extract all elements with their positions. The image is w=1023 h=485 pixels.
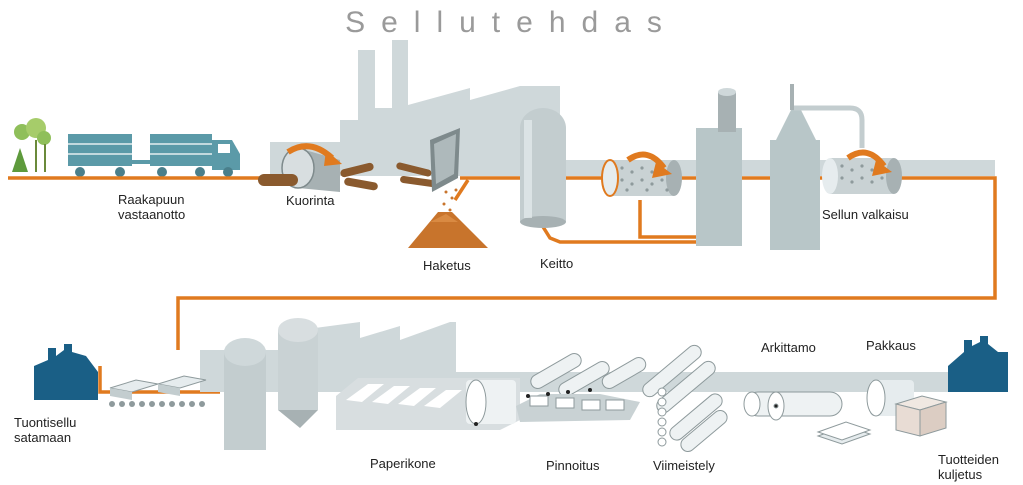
paper-sheet-icon <box>816 421 872 445</box>
coater-icon <box>516 353 647 422</box>
wash-tower-icon <box>696 88 742 246</box>
paper-roll-icon <box>743 391 843 421</box>
ship-icon <box>34 344 98 400</box>
label-tuotteiden-kuljetus: Tuotteiden kuljetus <box>938 452 999 482</box>
pulp-bale-icon <box>109 375 207 407</box>
chipper-icon <box>396 128 460 212</box>
tree-icon <box>12 118 51 172</box>
label-sellun-valkaisu: Sellun valkaisu <box>822 207 909 222</box>
label-keitto: Keitto <box>540 256 574 271</box>
label-viimeistely: Viimeistely <box>653 458 715 473</box>
label-kuorinta: Kuorinta <box>286 193 335 208</box>
label-pakkaus: Pakkaus <box>866 338 916 353</box>
bleaching-tower-icon <box>770 84 865 250</box>
lower-factory-building <box>200 322 955 392</box>
label-pinnoitus: Pinnoitus <box>546 458 600 473</box>
label-tuontisellu-satamaan: Tuontisellu satamaan <box>14 415 77 445</box>
diagram-title: Sellutehdas <box>345 6 678 39</box>
debarking-drum-icon <box>258 143 378 192</box>
log-truck-icon <box>68 134 240 177</box>
wood-chip-pile-icon <box>408 212 488 248</box>
paper-machine-icon <box>224 318 520 450</box>
finishing-rolls-icon <box>642 344 728 452</box>
ship-icon <box>948 336 1008 392</box>
label-paperikone: Paperikone <box>370 456 436 471</box>
label-raakapuun-vastaanotto: Raakapuun vastaanotto <box>118 192 186 222</box>
label-haketus: Haketus <box>423 258 471 273</box>
label-arkittamo: Arkittamo <box>761 340 816 355</box>
washer-drum-icon <box>601 151 682 197</box>
bleaching-washer-drum-icon <box>822 149 902 194</box>
digester-icon <box>520 108 566 228</box>
package-icon <box>866 379 948 437</box>
